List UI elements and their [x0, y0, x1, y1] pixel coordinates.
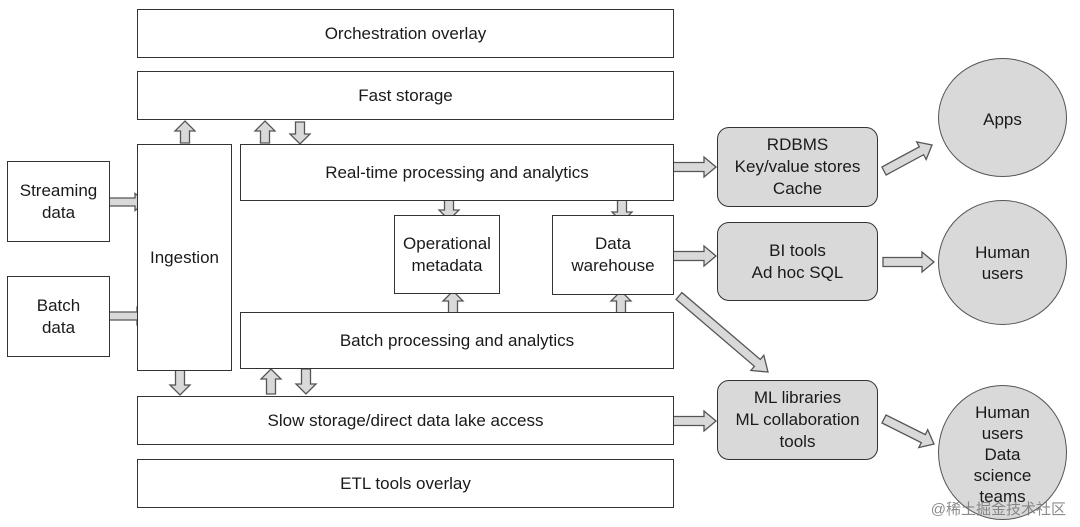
bi-tools-label: BI tools Ad hoc SQL: [751, 240, 844, 282]
arrow-warehouse-to-ml: [675, 291, 769, 373]
arrow-batch-to-metadata: [441, 290, 465, 314]
streaming-data-label: Streaming data: [19, 180, 98, 222]
orchestration-overlay-label: Orchestration overlay: [324, 23, 487, 43]
arrow-batch-to-slow-storage: [294, 368, 318, 395]
apps-label: Apps: [983, 110, 1022, 129]
arrow-warehouse-to-bi: [667, 244, 718, 268]
batch-processing-label: Batch processing and analytics: [339, 330, 575, 350]
ml-libraries-box: ML libraries ML collaboration tools: [717, 380, 878, 460]
data-warehouse-label: Data warehouse: [571, 234, 655, 275]
operational-metadata-box: Operational metadata: [394, 215, 500, 294]
slow-storage-label: Slow storage/direct data lake access: [267, 410, 544, 430]
ingestion-label: Ingestion: [150, 247, 219, 267]
rdbms-label: RDBMS Key/value stores Cache: [734, 135, 861, 198]
ml-libraries-label: ML libraries ML collaboration tools: [735, 388, 860, 451]
realtime-processing-label: Real-time processing and analytics: [325, 162, 589, 182]
arrow-rdbms-to-apps: [881, 140, 933, 176]
fast-storage-label: Fast storage: [358, 85, 453, 105]
rdbms-box: RDBMS Key/value stores Cache: [717, 127, 878, 207]
batch-processing-box: Batch processing and analytics: [240, 312, 674, 369]
arrow-slow-storage-to-batch: [259, 368, 283, 395]
watermark: @稀土掘金技术社区: [930, 501, 1066, 518]
ingestion-box: Ingestion: [137, 144, 232, 371]
etl-tools-overlay-label: ETL tools overlay: [340, 473, 471, 493]
arrow-ml-to-data-science: [881, 414, 935, 449]
human-users-label: Human users: [975, 242, 1030, 283]
bi-tools-box: BI tools Ad hoc SQL: [717, 222, 878, 301]
human-users-circle: Human users: [938, 200, 1067, 325]
etl-tools-overlay-box: ETL tools overlay: [137, 459, 674, 508]
data-science-teams-circle: Human users Data science teams: [938, 385, 1067, 520]
slow-storage-box: Slow storage/direct data lake access: [137, 396, 674, 445]
arrow-ingestion-to-fast-storage: [173, 120, 197, 144]
arrow-ingestion-to-slow-storage: [168, 369, 192, 396]
batch-data-box: Batch data: [7, 276, 110, 357]
arrow-realtime-to-rdbms: [667, 155, 718, 179]
arrow-bi-to-users: [882, 250, 936, 274]
arrow-slow-storage-to-ml: [667, 409, 718, 433]
orchestration-overlay-box: Orchestration overlay: [137, 9, 674, 58]
data-warehouse-box: Data warehouse: [552, 215, 674, 295]
data-science-teams-label: Human users Data science teams: [973, 403, 1032, 506]
realtime-processing-box: Real-time processing and analytics: [240, 144, 674, 201]
operational-metadata-label: Operational metadata: [403, 233, 491, 275]
fast-storage-box: Fast storage: [137, 71, 674, 120]
arrow-fast-storage-to-realtime: [288, 121, 312, 145]
apps-circle: Apps: [938, 58, 1067, 177]
arrow-realtime-to-fast-storage: [253, 120, 277, 144]
streaming-data-box: Streaming data: [7, 161, 110, 242]
batch-data-label: Batch data: [36, 295, 81, 337]
